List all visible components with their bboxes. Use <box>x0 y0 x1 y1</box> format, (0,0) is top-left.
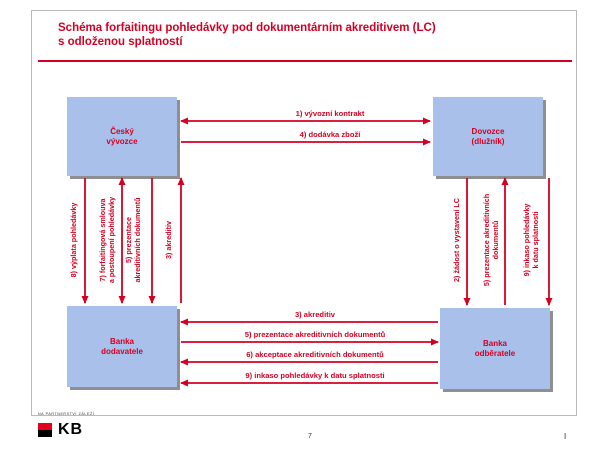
kb-logo-text: KB <box>58 421 84 438</box>
box-importer-line-2: (dlužník) <box>471 136 505 146</box>
left-flow-label-4-1: 3) akreditiv <box>164 221 173 259</box>
kb-logo-mark-icon <box>38 423 52 437</box>
right-flow-label-3-1: 9) inkaso pohledávky <box>522 204 531 277</box>
right-flow-label-1-1: 2) žádost o vystavení LC <box>452 198 461 282</box>
left-flow-label-2-2: a postoupení pohledávky <box>107 197 116 283</box>
left-flow-label-3-2: akreditivních dokumentů <box>133 197 142 282</box>
box-importer: Dovozce (dlužník) <box>433 97 543 176</box>
box-bank-supplier-line-2: dodavatele <box>101 346 143 356</box>
box-bank-buyer-line-2: odběratele <box>474 348 516 358</box>
box-exporter: Český vývozce <box>67 97 177 176</box>
bottom-flow-label-2: 5) prezentace akreditivních dokumentů <box>245 330 386 339</box>
right-flow-label-2-1: 5) prezentace akreditivních <box>482 194 491 286</box>
box-bank-supplier-line-1: Banka <box>109 336 134 346</box>
page-mark: I <box>564 432 567 441</box>
box-bank-buyer: Banka odběratele <box>440 308 550 389</box>
kb-logo: KB <box>38 420 83 440</box>
left-flow-label-1-1: 8) výplata pohledávky <box>69 203 78 278</box>
title-line-2: s odloženou splatností <box>58 36 183 48</box>
right-flow-label-2-2: dokumentů <box>491 221 500 260</box>
top-flow-label-2: 4) dodávka zboží <box>300 130 362 139</box>
box-exporter-line-2: vývozce <box>106 136 138 146</box>
footer-tagline: NA PARTNERSTVÍ ZÁLEŽÍ <box>38 412 95 416</box>
title-line-1: Schéma forfaitingu pohledávky pod dokume… <box>58 22 436 34</box>
box-bank-supplier: Banka dodavatele <box>67 306 177 387</box>
title-divider <box>38 60 572 62</box>
right-flow-label-3-2: k datu splatnosti <box>531 211 540 268</box>
box-exporter-line-1: Český <box>110 126 134 136</box>
left-flow-label-3-1: 5) prezentace <box>124 217 133 263</box>
bottom-flow-label-1: 3) akreditiv <box>295 310 336 319</box>
bottom-flow-label-3: 6) akceptace akreditivních dokumentů <box>246 350 384 359</box>
page-number: 7 <box>308 433 312 440</box>
bottom-flow-label-4: 9) inkaso pohledávky k datu splatnosti <box>245 371 384 380</box>
box-bank-buyer-line-1: Banka <box>482 338 507 348</box>
top-flow-label-1: 1) vývozní kontrakt <box>296 109 365 118</box>
left-flow-label-2-1: 7) forfaitingová smlouva <box>98 197 107 281</box>
box-importer-line-1: Dovozce <box>471 126 505 136</box>
slide-title: Schéma forfaitingu pohledávky pod dokume… <box>58 21 558 49</box>
